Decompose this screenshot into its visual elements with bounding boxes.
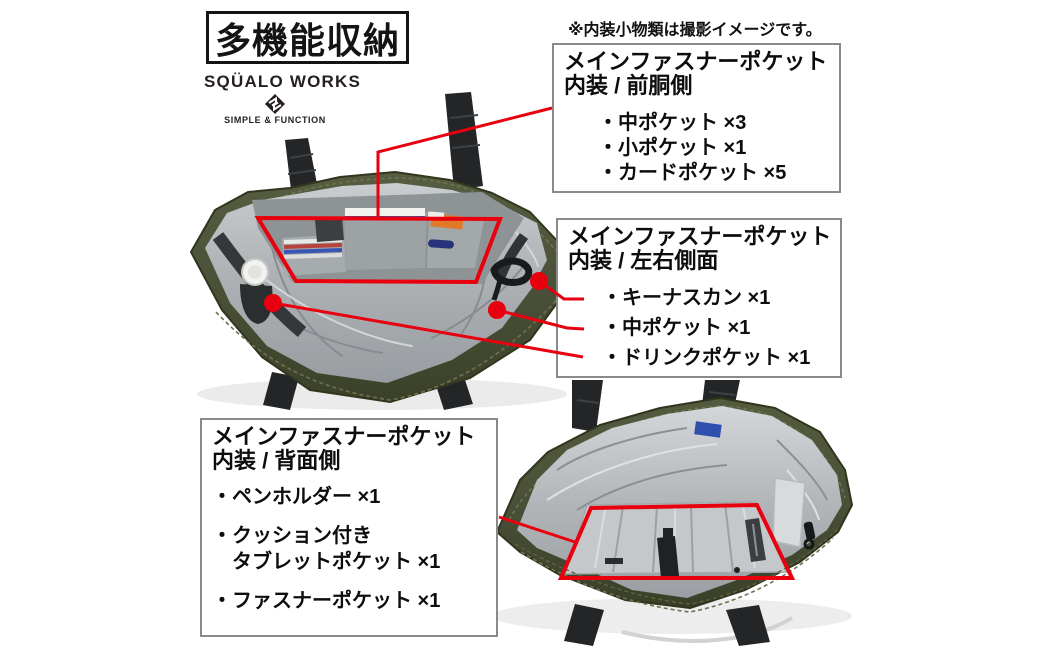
- gray-box-item: [772, 477, 806, 548]
- list-item: ・キーナスカン ×1: [602, 287, 771, 309]
- list-item: ・小ポケット ×1: [598, 137, 747, 159]
- lining-wrinkles: [546, 427, 828, 521]
- snap-dot: [734, 567, 740, 573]
- list-item: ・クッション付き タブレットポケット ×1: [212, 525, 441, 573]
- list-item: ・ドリンクポケット ×1: [602, 347, 811, 369]
- page-title-box: 多機能収納: [206, 11, 409, 64]
- list-item: ・カードポケット ×5: [598, 162, 787, 184]
- callout-title-line2: 内装 / 前胴側: [564, 73, 693, 98]
- list-item: ・ファスナーポケット ×1: [212, 590, 441, 612]
- callout-side-pockets: メインファスナーポケット 内装 / 左右側面 ・キーナスカン ×1 ・中ポケット…: [556, 218, 842, 378]
- list-item: ・中ポケット ×1: [602, 317, 751, 339]
- callout-item-list: ・キーナスカン ×1 ・中ポケット ×1 ・ドリンクポケット ×1: [602, 286, 832, 371]
- brand-tagline: SIMPLE & FUNCTION: [224, 115, 326, 125]
- center-pocket-with-notebook: [344, 208, 427, 270]
- bottom-stitching: [215, 295, 561, 401]
- rim-stitching: [508, 405, 846, 521]
- callout-title-line1: メインファスナーポケット: [212, 424, 476, 449]
- callout-back-pocket: メインファスナーポケット 内装 / 背面側 ・ペンホルダー ×1 ・クッション付…: [200, 418, 498, 637]
- callout-front-pocket: メインファスナーポケット 内装 / 前胴側 ・中ポケット ×3 ・小ポケット ×…: [552, 43, 841, 193]
- brand-name: SQÜALO WORKS: [204, 72, 362, 91]
- loose-strap: [621, 616, 794, 643]
- blue-item: [694, 421, 722, 438]
- list-item: ・中ポケット ×3: [598, 112, 747, 134]
- zipper-pull: [803, 521, 816, 550]
- small-tab: [605, 558, 623, 564]
- callout-title-line2: 内装 / 左右側面: [568, 248, 719, 273]
- brand-block: SQÜALO WORKS SIMPLE & FUNCTION: [204, 72, 362, 125]
- page-title: 多機能収納: [214, 19, 400, 61]
- list-item: ・ペンホルダー ×1: [212, 486, 381, 508]
- callout-item-list: ・ペンホルダー ×1 ・クッション付き タブレットポケット ×1 ・ファスナーポ…: [212, 484, 488, 614]
- bag-back-view-photo: [492, 380, 853, 646]
- small-pocket: [315, 218, 344, 242]
- right-pocket-with-pens: [427, 211, 484, 268]
- bottom-stitching-2: [514, 527, 840, 605]
- callout-title-line2: 内装 / 背面側: [212, 448, 341, 473]
- bag-top-view-photo: [190, 92, 578, 410]
- callout-item-list: ・中ポケット ×3 ・小ポケット ×1 ・カードポケット ×5: [598, 111, 831, 186]
- callout-title-line1: メインファスナーポケット: [564, 49, 828, 74]
- callout-title-line1: メインファスナーポケット: [568, 224, 832, 249]
- squalo-diamond-logo-icon: [264, 93, 286, 115]
- photo-disclaimer-note: ※内装小物類は撮影イメージです。: [568, 22, 822, 39]
